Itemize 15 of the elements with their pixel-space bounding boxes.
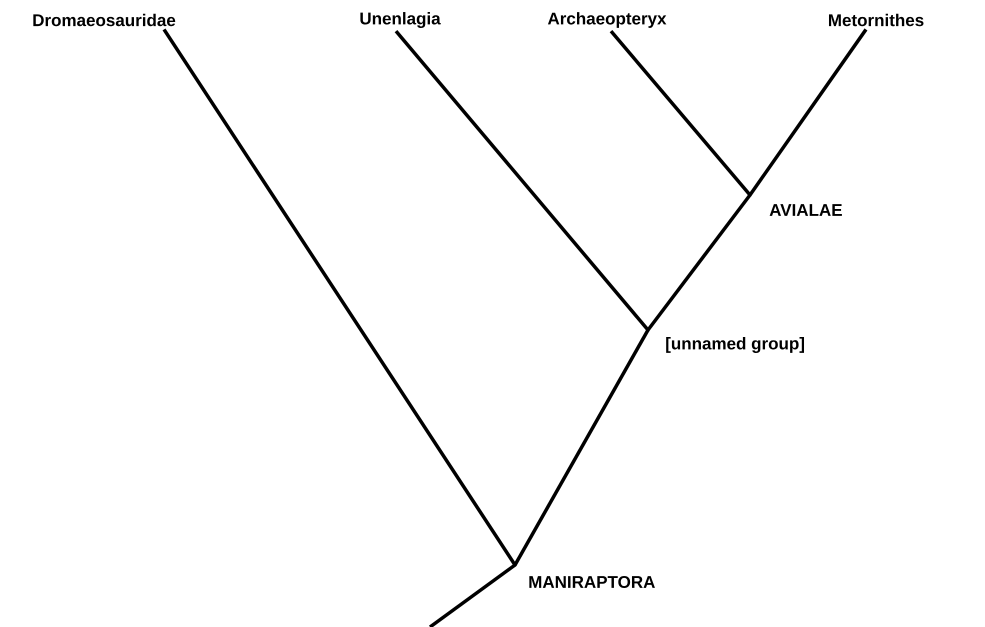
taxon-label: Unenlagia [360,12,441,28]
branch-point [513,563,517,567]
branch-line [428,564,516,627]
taxon-label: Dromaeosauridae [33,14,176,26]
branch-line [162,28,516,566]
taxon-label: Metornithes [828,14,924,26]
clade-label: [unnamed group] [666,337,804,353]
branch-line [748,28,868,196]
branch-line [513,329,650,566]
clade-label: MANIRAPTORA [529,576,655,588]
branch-line [394,30,650,332]
branch-line [610,30,752,196]
taxon-label: Archaeopteryx [548,12,666,28]
branch-line [646,194,752,332]
clade-label: AVIALAE [770,204,842,216]
